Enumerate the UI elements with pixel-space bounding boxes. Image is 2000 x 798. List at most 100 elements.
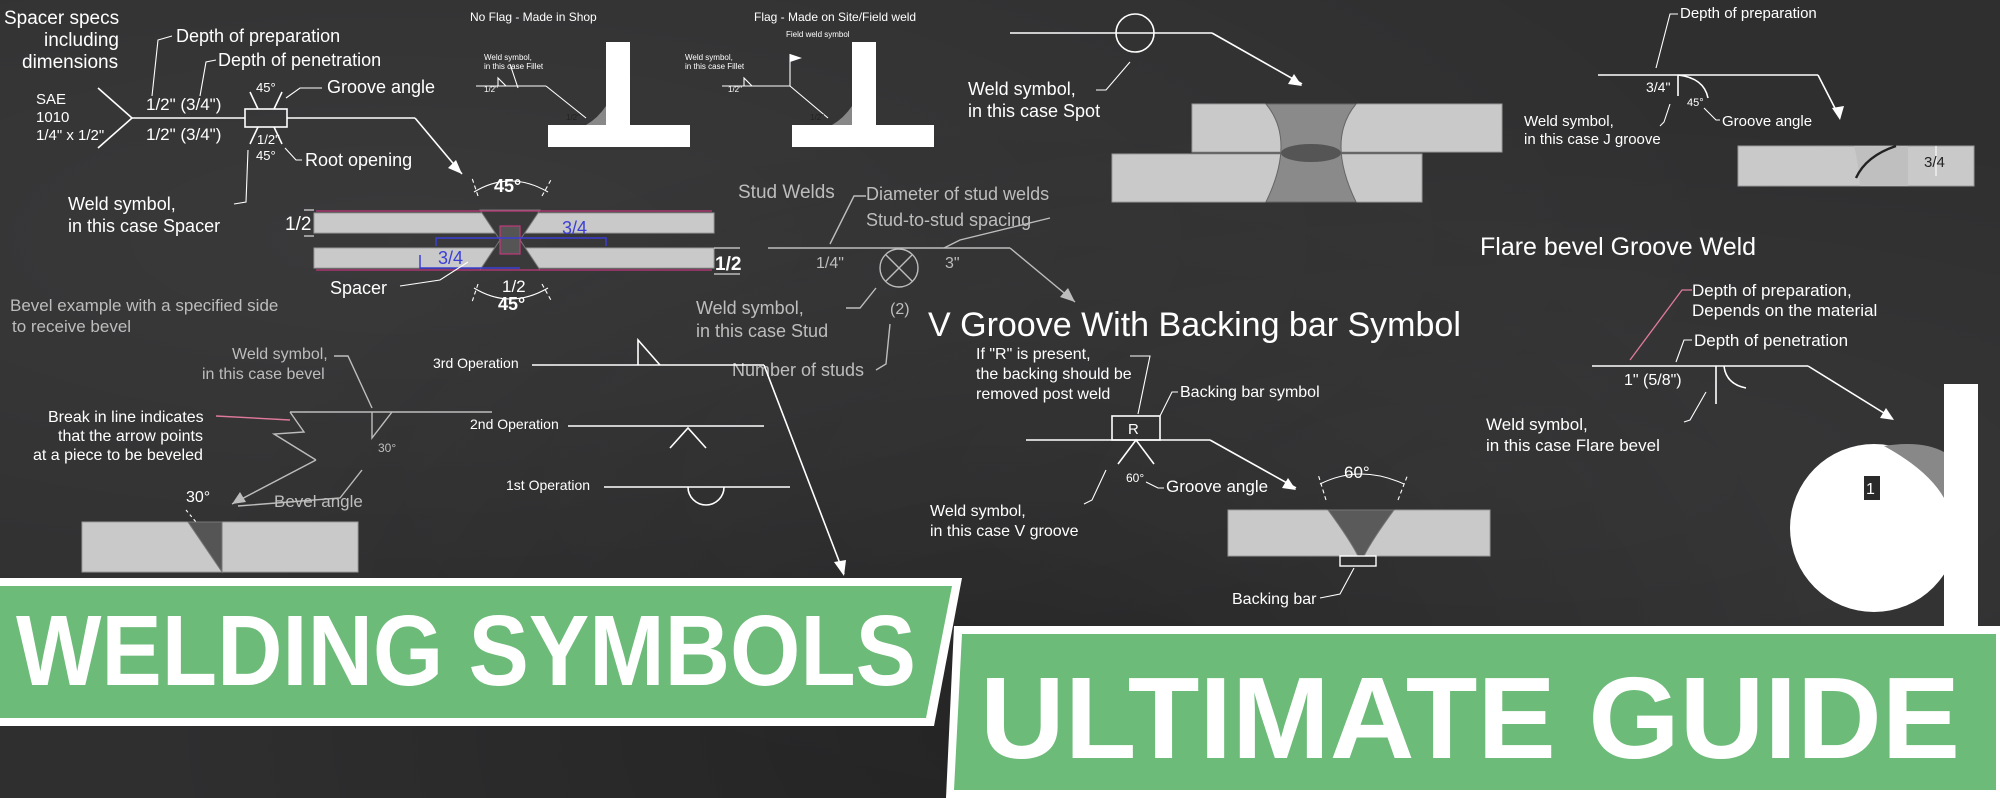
bevel-break-line3: at a piece to be beveled <box>33 447 203 464</box>
fillet-weld-bead <box>586 106 606 125</box>
stud-symbol-line2: in this case Stud <box>696 321 828 341</box>
flare-prep-line2: Depends on the material <box>1692 301 1877 320</box>
jgroove-detail-dim: 3/4 <box>1924 154 1945 171</box>
operations-arrowhead <box>834 560 846 576</box>
stud-spacing-leader <box>943 217 1051 249</box>
bevel-angle-dash <box>185 509 197 523</box>
vgroove-arrowhead <box>1282 478 1296 490</box>
fillet-symbol-line2: in this case Fillet <box>484 62 544 71</box>
stud-title: Stud Welds <box>738 182 835 203</box>
spacer-angle-dash-bl <box>471 283 479 303</box>
root-opening-leader <box>284 147 302 161</box>
flare-circle-label: 1 <box>1866 481 1875 498</box>
flag-base-plate <box>792 125 934 147</box>
spacer-groove-tick-bot <box>249 126 259 145</box>
spot-symbol-circle <box>1115 13 1155 53</box>
spacer-bottom-angle: 45° <box>256 148 276 163</box>
flare-pen-label: Depth of penetration <box>1694 331 1848 350</box>
flare-arrowhead <box>1880 408 1894 420</box>
bevel-groove <box>187 521 223 574</box>
depth-of-preparation-label: Depth of preparation <box>176 26 340 46</box>
stud-arrowhead <box>1060 288 1075 302</box>
spot-arrow-line <box>1211 32 1303 85</box>
vgroove-backing-bar-label: Backing bar <box>1232 591 1317 608</box>
vgroove-backing-bar-leader <box>1319 567 1355 599</box>
jgroove-groove-angle-label: Groove angle <box>1722 113 1812 130</box>
groove-angle-label: Groove angle <box>327 77 435 97</box>
vgroove-v-symbol <box>1117 438 1155 465</box>
spot-section: Weld symbol, in this case Spot <box>968 13 1503 203</box>
vgroove-symbol-line1: Weld symbol, <box>930 503 1026 520</box>
vgroove-backing-bar <box>1339 555 1377 567</box>
flare-round-bar <box>1790 444 1958 612</box>
spot-symbol-line1: Weld symbol, <box>968 79 1076 99</box>
vgroove-r-mark: R <box>1128 421 1139 438</box>
flag-symbol-line1: Weld symbol, <box>685 53 733 62</box>
jgroove-symbol-angle: 45° <box>1687 97 1704 109</box>
vgroove-r-leader <box>1130 355 1151 415</box>
spacer-material-line1: SAE <box>36 91 66 108</box>
stud-spacing-label: Stud-to-stud spacing <box>866 210 1031 230</box>
flare-prep-line1: Depth of preparation, <box>1692 281 1852 300</box>
vgroove-arrow-line <box>1209 439 1297 489</box>
spacer-right-dim: 1/2 <box>715 254 741 275</box>
operation-2-v-symbol <box>669 426 707 449</box>
fillet-symbol-line1: Weld symbol, <box>484 53 532 62</box>
bevel-break-line2: that the arrow points <box>58 428 203 445</box>
spacer-insert <box>499 225 521 255</box>
spot-arrowhead <box>1288 74 1302 86</box>
vgroove-r-note-line1: If "R" is present, <box>976 346 1091 363</box>
pen-leader <box>199 59 217 97</box>
bevel-angle-label: Bevel angle <box>274 492 363 511</box>
spacer-detail-top-angle: 45° <box>494 176 521 196</box>
stud-symbol-x2 <box>885 254 913 282</box>
bevel-detail-angle: 30° <box>186 489 210 506</box>
flare-dims: 1" (5/8") <box>1624 372 1682 389</box>
flag-symbol-line2: in this case Fillet <box>685 62 745 71</box>
stud-count-label: Number of studs <box>732 360 864 380</box>
vgroove-r-note-line2: the backing should be <box>976 366 1132 383</box>
vgroove-symbol-angle: 60° <box>1126 471 1144 485</box>
vgroove-symbol-leader <box>1083 469 1107 505</box>
spacer-specs-line3: dimensions <box>22 52 118 73</box>
flare-symbol-leader <box>1683 391 1707 423</box>
bevel-symbol-angle: 30° <box>378 441 396 455</box>
groove-angle-leader <box>285 87 322 99</box>
spacer-left-dim: 1/2 <box>285 214 311 235</box>
vgroove-angle-dash-l <box>1317 473 1327 501</box>
spacer-angle-dash-br <box>541 283 553 303</box>
stud-diameter-leader <box>829 195 866 245</box>
bevel-symbol-shape <box>371 411 393 441</box>
fillet-plate-dim: 1/2" <box>566 113 580 122</box>
spacer-right-ticks <box>714 247 740 275</box>
no-flag-title: No Flag - Made in Shop <box>470 10 597 24</box>
spacer-angle-dash-l <box>471 177 479 197</box>
spacer-angle-dash-r <box>541 177 553 197</box>
jgroove-symbol-leader <box>1659 103 1671 127</box>
spacer-material-line3: 1/4" x 1/2" <box>36 127 104 144</box>
banner-right <box>954 634 1996 790</box>
spacer-specs-line1: Spacer specs <box>4 8 119 29</box>
flare-section: Flare bevel Groove Weld Depth of prepara… <box>1480 233 1978 626</box>
flare-pen-leader <box>1675 339 1692 363</box>
flag-weld-bead <box>832 106 852 125</box>
jgroove-prep-leader <box>1655 13 1678 69</box>
spacer-weld-symbol-line2: in this case Spacer <box>68 216 220 236</box>
spacer-symbol-box <box>244 108 288 128</box>
spacer-material-line2: 1010 <box>36 109 69 126</box>
bevel-caption-line1: Bevel example with a specified side <box>10 296 278 315</box>
blue-dimension-left <box>419 255 520 269</box>
spot-weld-core <box>1281 144 1341 162</box>
spacer-top-angle: 45° <box>256 80 276 95</box>
spacer-symbol-leader <box>233 149 249 205</box>
blue-left-dim: 3/4 <box>438 248 463 268</box>
spacer-bottom-center-dim: 1/2 <box>502 277 526 296</box>
jgroove-curve <box>1854 144 1897 179</box>
operation-2-label: 2nd Operation <box>470 416 559 432</box>
fillet-base-plate <box>548 125 690 147</box>
stud-diameter-label: Diameter of stud welds <box>866 184 1049 204</box>
operation-1-label: 1st Operation <box>506 477 590 493</box>
vgroove-section: V Groove With Backing bar Symbol If "R" … <box>928 306 1491 608</box>
field-weld-label: Field weld symbol <box>786 30 850 39</box>
